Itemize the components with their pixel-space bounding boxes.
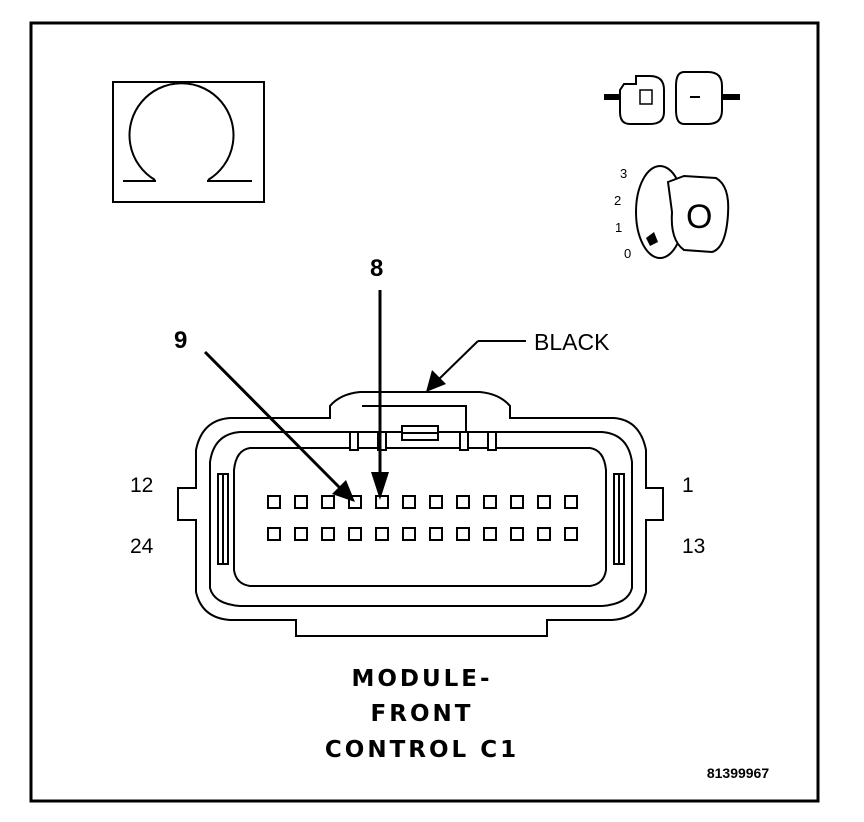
disconnected-connector-icon [604, 71, 740, 125]
pin-cavities [267, 495, 578, 541]
pin-cavity-6 [429, 495, 443, 509]
ignition-key-icon: 3 2 1 0 O [614, 165, 730, 261]
pin-cavity-22 [321, 527, 335, 541]
pin-cavity-23 [294, 527, 308, 541]
color-callout: BLACK [426, 329, 610, 392]
pin-cavity-1 [564, 495, 578, 509]
pin-cavity-7 [402, 495, 416, 509]
pin-cavity-14 [537, 527, 551, 541]
connector-color-label: BLACK [534, 329, 610, 355]
row-label-12: 12 [130, 474, 153, 497]
pin-cavity-18 [429, 527, 443, 541]
pin-cavity-21 [348, 527, 362, 541]
ignition-pos-1: 1 [615, 220, 622, 235]
pin-9-label: 9 [174, 327, 187, 354]
connector-body [177, 391, 664, 637]
pin-cavity-11 [294, 495, 308, 509]
row-label-1: 1 [682, 474, 694, 497]
pin-cavity-16 [483, 527, 497, 541]
ohm-meter-icon [112, 81, 265, 203]
title-line-3: CONTROL C1 [325, 737, 519, 763]
pin-cavity-4 [483, 495, 497, 509]
pin-cavity-20 [375, 527, 389, 541]
ignition-key-letter: O [686, 198, 712, 236]
pin-cavity-13 [564, 527, 578, 541]
ignition-pos-2: 2 [614, 193, 621, 208]
title-line-1: MODULE- [351, 666, 492, 692]
row-label-24: 24 [130, 535, 154, 558]
pin-cavity-17 [456, 527, 470, 541]
pin-cavity-15 [510, 527, 524, 541]
row-label-13: 13 [682, 535, 705, 558]
pin-cavity-2 [537, 495, 551, 509]
pin-8-callout: 8 [370, 255, 389, 500]
pin-cavity-12 [267, 495, 281, 509]
title-line-2: FRONT [371, 701, 474, 727]
ignition-pos-0: 0 [624, 246, 631, 261]
pin-cavity-5 [456, 495, 470, 509]
figure-id: 81399967 [707, 765, 770, 781]
pin-cavity-3 [510, 495, 524, 509]
pin-9-callout: 9 [174, 327, 355, 502]
pin-cavity-10 [321, 495, 335, 509]
ignition-pos-3: 3 [620, 166, 627, 181]
pin-cavity-19 [402, 527, 416, 541]
pin-8-label: 8 [370, 255, 383, 282]
pin-cavity-8 [375, 495, 389, 509]
pin-cavity-24 [267, 527, 281, 541]
diagram-frame [29, 21, 820, 803]
